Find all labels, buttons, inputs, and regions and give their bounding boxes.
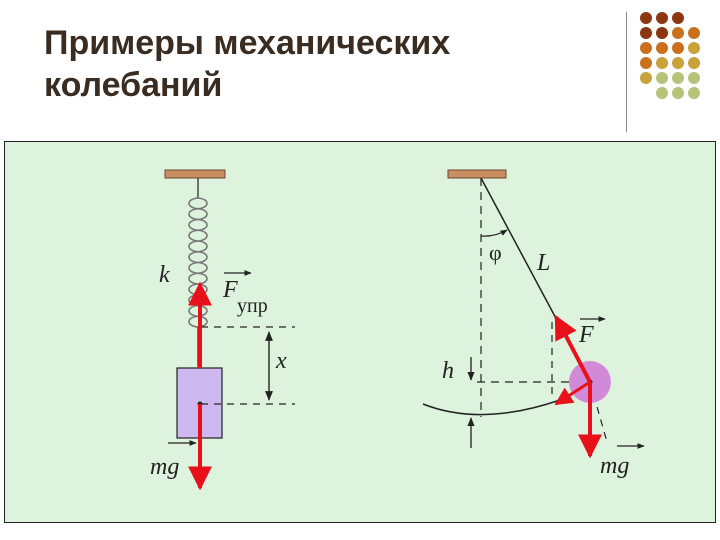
elastic-force-subscript: упр <box>237 295 268 317</box>
title-divider-line <box>626 12 627 132</box>
decorative-dot <box>656 72 668 84</box>
decorative-dot <box>688 57 700 69</box>
decorative-dot <box>672 42 684 54</box>
decorative-dot <box>672 87 684 99</box>
decorative-dot <box>672 57 684 69</box>
decorative-dot <box>656 87 668 99</box>
oscillation-diagram: k F упр x mg <box>4 141 716 523</box>
decorative-dot <box>656 27 668 39</box>
angle-arc <box>480 229 508 237</box>
decorative-dot <box>688 27 700 39</box>
decorative-dot <box>656 42 668 54</box>
displacement-label-x: x <box>275 348 287 374</box>
decorative-dot <box>672 72 684 84</box>
spring-pendulum: k F упр x mg <box>150 169 295 491</box>
gravity-label-mg-pendulum: mg <box>600 453 629 479</box>
decorative-dot <box>656 12 668 24</box>
decorative-dot <box>640 12 652 24</box>
decorative-dot <box>640 72 652 84</box>
math-pendulum: φ L F h mg <box>422 169 645 479</box>
decorative-dot <box>688 87 700 99</box>
spring-constant-label-k: k <box>159 262 170 288</box>
decorative-dot <box>656 57 668 69</box>
slide-title-line-1: Примеры механических <box>44 24 451 62</box>
decorative-dot <box>640 27 652 39</box>
pendulum-ceiling-mount <box>447 169 507 179</box>
swing-arc <box>422 399 561 416</box>
angle-label-phi: φ <box>489 240 502 265</box>
restoring-force-arrow <box>554 314 592 383</box>
slide-title: Примеры механических колебаний <box>44 22 604 106</box>
elastic-force-label-F: F <box>222 277 238 303</box>
slide-title-line-2: колебаний <box>44 66 223 104</box>
decorative-dot <box>688 42 700 54</box>
tension-component-arrow <box>554 380 591 406</box>
spring-ceiling-mount <box>164 169 226 179</box>
gravity-label-mg-spring: mg <box>150 454 179 480</box>
decorative-dot <box>640 42 652 54</box>
decorative-dot <box>688 72 700 84</box>
decorative-dot-grid <box>638 10 718 110</box>
length-label-L: L <box>536 250 550 276</box>
decorative-dot <box>672 12 684 24</box>
decorative-dot <box>672 27 684 39</box>
decorative-dot <box>640 57 652 69</box>
restoring-force-label-F: F <box>578 322 594 348</box>
height-label-h: h <box>442 358 454 384</box>
